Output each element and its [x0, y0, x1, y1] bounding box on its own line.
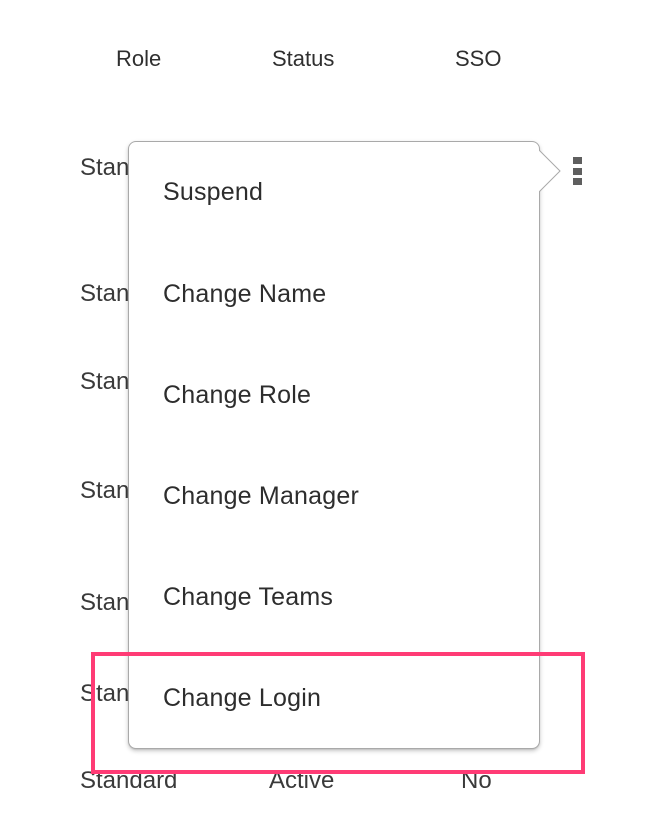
sso-cell: No — [461, 767, 492, 794]
status-cell: Active — [269, 767, 335, 794]
column-header-role: Role — [116, 46, 162, 71]
menu-item-suspend[interactable]: Suspend — [163, 178, 264, 206]
table-row: Standard Active No — [0, 767, 652, 801]
kebab-menu-icon[interactable] — [571, 157, 583, 185]
actions-menu: Suspend Change Name Change Role Change M… — [128, 141, 540, 749]
kebab-dot — [572, 167, 582, 175]
role-cell: Standard — [80, 767, 178, 794]
menu-item-change-name[interactable]: Change Name — [163, 280, 327, 308]
kebab-dot — [572, 178, 582, 185]
table-header: Role Status SSO — [0, 44, 652, 76]
menu-pointer-arrow — [536, 149, 561, 193]
menu-item-change-teams[interactable]: Change Teams — [163, 583, 334, 611]
kebab-dot — [572, 157, 582, 164]
menu-item-change-role[interactable]: Change Role — [163, 381, 312, 409]
column-header-sso: SSO — [455, 46, 502, 71]
column-header-status: Status — [272, 46, 335, 71]
menu-item-change-login[interactable]: Change Login — [163, 684, 322, 712]
menu-item-change-manager[interactable]: Change Manager — [163, 482, 359, 510]
